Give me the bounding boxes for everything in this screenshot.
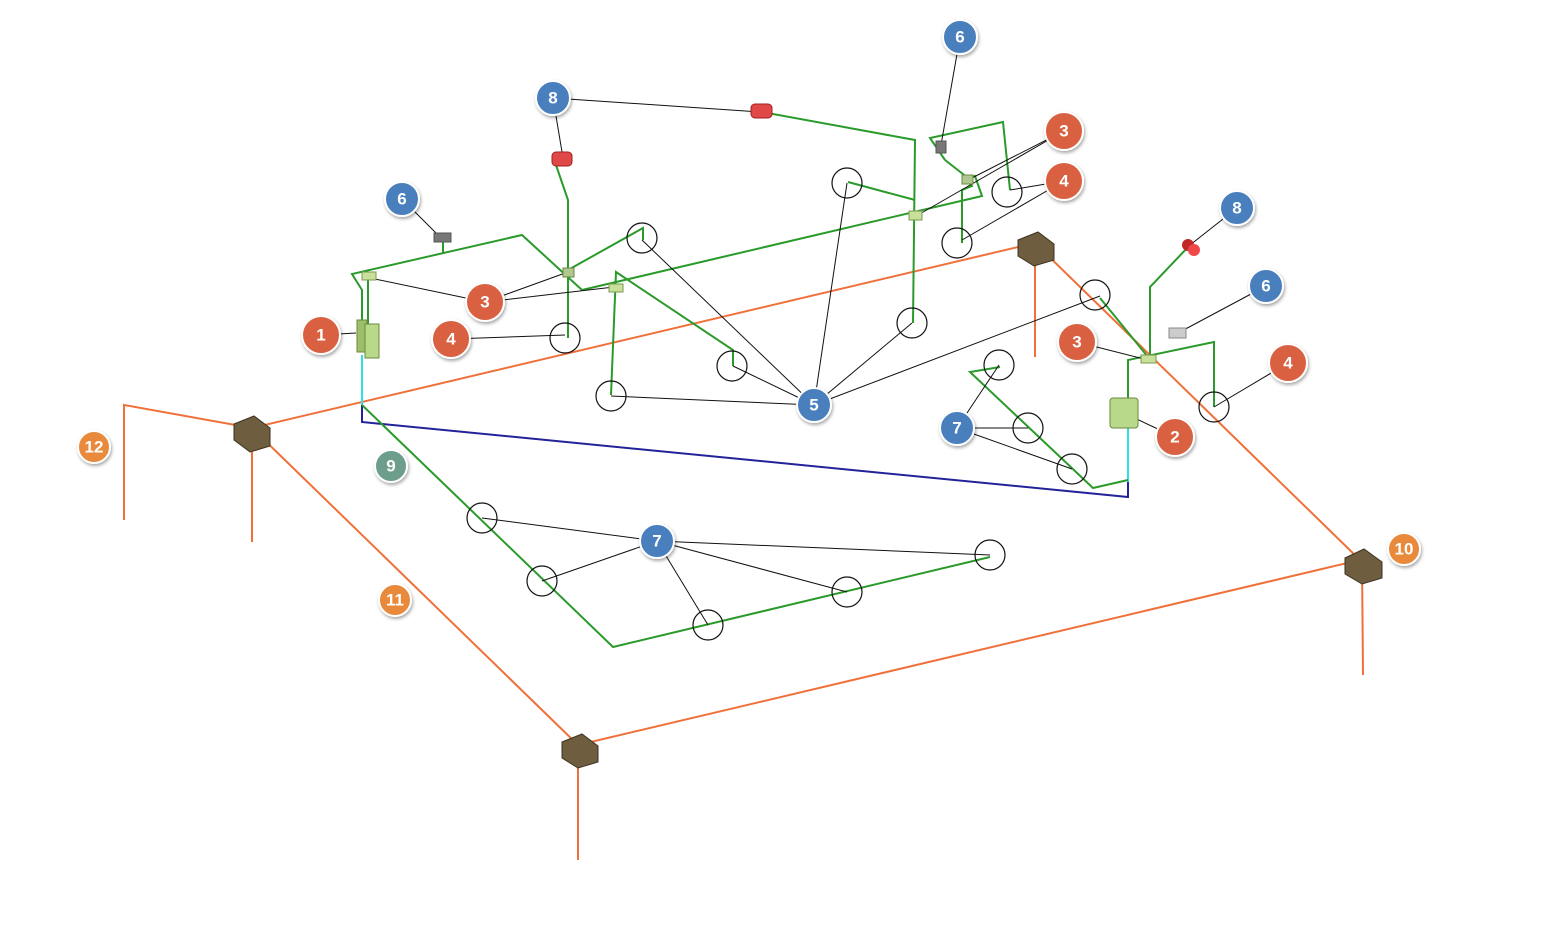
outlet-ring bbox=[526, 565, 558, 597]
badge-9: 9 bbox=[374, 449, 408, 483]
badge-6: 6 bbox=[384, 181, 420, 217]
badge-11: 11 bbox=[378, 583, 412, 617]
junction-box bbox=[1344, 548, 1383, 585]
badge-label: 7 bbox=[652, 532, 661, 551]
badge-label: 3 bbox=[1059, 122, 1068, 141]
badge-label: 4 bbox=[1283, 354, 1293, 373]
badge-6: 6 bbox=[942, 19, 978, 55]
outlet-rings bbox=[466, 167, 1230, 641]
badge-label: 5 bbox=[809, 396, 818, 415]
sensor bbox=[433, 232, 452, 243]
badge-4: 4 bbox=[1268, 343, 1308, 383]
badge-12: 12 bbox=[77, 430, 111, 464]
badge-3: 3 bbox=[465, 282, 505, 322]
badge-label: 7 bbox=[952, 419, 961, 438]
green-pipes bbox=[350, 111, 1215, 649]
badge-label: 9 bbox=[386, 457, 395, 476]
outlet-ring bbox=[896, 307, 928, 339]
outlet-ring bbox=[1198, 391, 1230, 423]
components bbox=[233, 103, 1383, 769]
junction-box bbox=[1017, 231, 1055, 267]
blue-return-pipe bbox=[361, 355, 1129, 499]
badge-label: 6 bbox=[397, 190, 406, 209]
badge-label: 3 bbox=[1072, 333, 1081, 352]
outlet-ring bbox=[991, 176, 1023, 208]
badge-1: 1 bbox=[301, 315, 341, 355]
badge-label: 8 bbox=[548, 89, 557, 108]
badge-5: 5 bbox=[796, 387, 832, 423]
outlet-ring bbox=[626, 222, 658, 254]
badge-10: 10 bbox=[1387, 532, 1421, 566]
outlet-ring bbox=[974, 539, 1006, 571]
badge-8: 8 bbox=[535, 80, 571, 116]
sensor bbox=[935, 140, 947, 154]
badge-3: 3 bbox=[1044, 111, 1084, 151]
outlet-ring bbox=[831, 167, 863, 199]
sensor bbox=[1168, 327, 1187, 339]
outlet-ring bbox=[595, 380, 627, 412]
badge-label: 8 bbox=[1232, 199, 1241, 218]
outlet-ring bbox=[941, 227, 973, 259]
badge-8: 8 bbox=[1219, 190, 1255, 226]
badge-3: 3 bbox=[1057, 322, 1097, 362]
badge-6: 6 bbox=[1248, 268, 1284, 304]
badge-label: 2 bbox=[1170, 428, 1179, 447]
manifold bbox=[908, 210, 923, 221]
manifold bbox=[608, 283, 624, 293]
junction-box bbox=[233, 415, 271, 453]
pump bbox=[1182, 239, 1200, 256]
pump bbox=[551, 151, 573, 167]
callout-badges: 6 8 3 4 6 8 3 1 4 6 3 4 5 7 2 12 9 7 11 … bbox=[77, 19, 1421, 617]
outlet-ring bbox=[983, 349, 1015, 381]
badge-label: 10 bbox=[1395, 540, 1414, 559]
outlet-ring bbox=[549, 322, 581, 354]
badge-7: 7 bbox=[939, 410, 975, 446]
manifold bbox=[361, 271, 377, 281]
manifold bbox=[1140, 354, 1157, 364]
badge-label: 6 bbox=[1261, 277, 1270, 296]
badge-label: 4 bbox=[446, 330, 456, 349]
manifold bbox=[562, 267, 575, 278]
badge-label: 1 bbox=[316, 326, 325, 345]
outlet-ring bbox=[831, 576, 863, 608]
outlet-ring bbox=[716, 350, 748, 382]
leader-lines bbox=[320, 36, 1289, 626]
badge-label: 12 bbox=[85, 438, 104, 457]
outlet-ring bbox=[692, 609, 724, 641]
pump bbox=[750, 103, 773, 119]
badge-2: 2 bbox=[1155, 417, 1195, 457]
badge-7: 7 bbox=[639, 523, 675, 559]
outlet-ring bbox=[1079, 279, 1111, 311]
manifold bbox=[961, 174, 974, 185]
boiler-unit-2 bbox=[1109, 397, 1139, 429]
badge-4: 4 bbox=[431, 319, 471, 359]
outlet-ring bbox=[1012, 412, 1044, 444]
boiler-unit-1 bbox=[356, 319, 380, 359]
badge-label: 11 bbox=[386, 591, 404, 610]
outlet-ring bbox=[466, 502, 498, 534]
badge-label: 4 bbox=[1059, 172, 1069, 191]
badge-label: 6 bbox=[955, 28, 964, 47]
junction-box bbox=[561, 733, 599, 769]
outlet-ring bbox=[1056, 453, 1088, 485]
badge-label: 3 bbox=[480, 293, 489, 312]
badge-4: 4 bbox=[1044, 161, 1084, 201]
